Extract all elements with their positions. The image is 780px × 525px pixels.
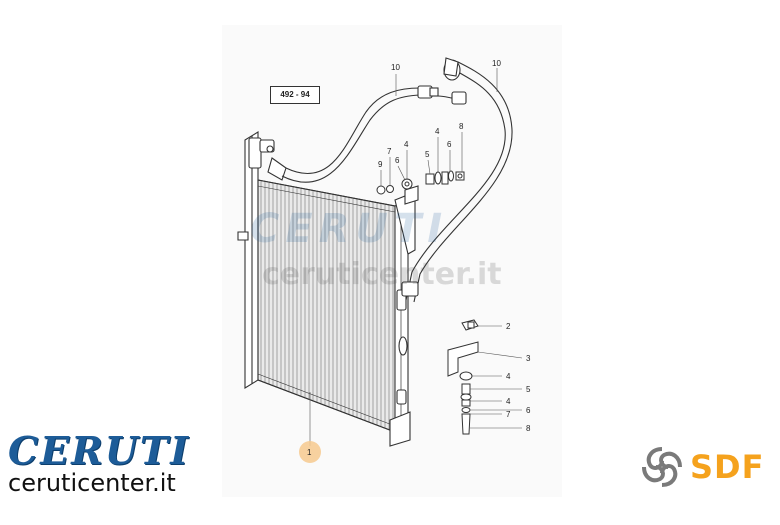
callout-3: 3 [526, 354, 531, 363]
callout-4b: 4 [435, 127, 440, 136]
upper-bracket [394, 185, 419, 255]
callout-7a: 7 [387, 147, 392, 156]
manufacturer-name: SDF [690, 448, 765, 486]
callout-5b: 5 [526, 385, 531, 394]
callout-4d: 4 [506, 397, 511, 406]
lower-fasteners [447, 319, 479, 435]
callout-4a: 4 [404, 140, 409, 149]
callout-5a: 5 [425, 150, 430, 159]
callout-10a: 10 [391, 63, 400, 72]
sdf-emblem-icon [642, 447, 682, 487]
reference-code-box: 492 - 94 [270, 86, 320, 104]
callout-6a: 6 [395, 156, 400, 165]
hose-10-left [281, 85, 439, 183]
watermark-brand: CERUTI [250, 206, 448, 252]
callout-8a: 8 [459, 122, 464, 131]
callout-6c: 6 [526, 406, 531, 415]
dealer-name: CERUTI [8, 428, 190, 473]
callouts: 10 10 9 7 6 4 5 4 6 8 2 3 4 5 4 6 7 8 1 [299, 59, 531, 463]
callout-9: 9 [378, 160, 383, 169]
dealer-website[interactable]: ceruticenter.it [8, 469, 176, 497]
dealer-logo[interactable]: CERUTI ceruticenter.it [8, 428, 190, 497]
callout-6b: 6 [447, 140, 452, 149]
callout-1[interactable]: 1 [307, 448, 312, 457]
manufacturer-logo: SDF [640, 445, 764, 489]
leader-lines [309, 68, 523, 446]
callout-7b: 7 [506, 410, 511, 419]
callout-10b: 10 [492, 59, 501, 68]
condenser-frame [237, 131, 411, 447]
watermark: CERUTI ceruticenter.it [250, 206, 502, 292]
callout-4c: 4 [506, 372, 511, 381]
callout-8b: 8 [526, 424, 531, 433]
callout-2: 2 [506, 322, 511, 331]
callout-1-highlight[interactable] [299, 441, 321, 463]
inlet-fitting [259, 139, 287, 181]
watermark-site: ceruticenter.it [262, 257, 502, 292]
hose-10-right [401, 57, 513, 303]
